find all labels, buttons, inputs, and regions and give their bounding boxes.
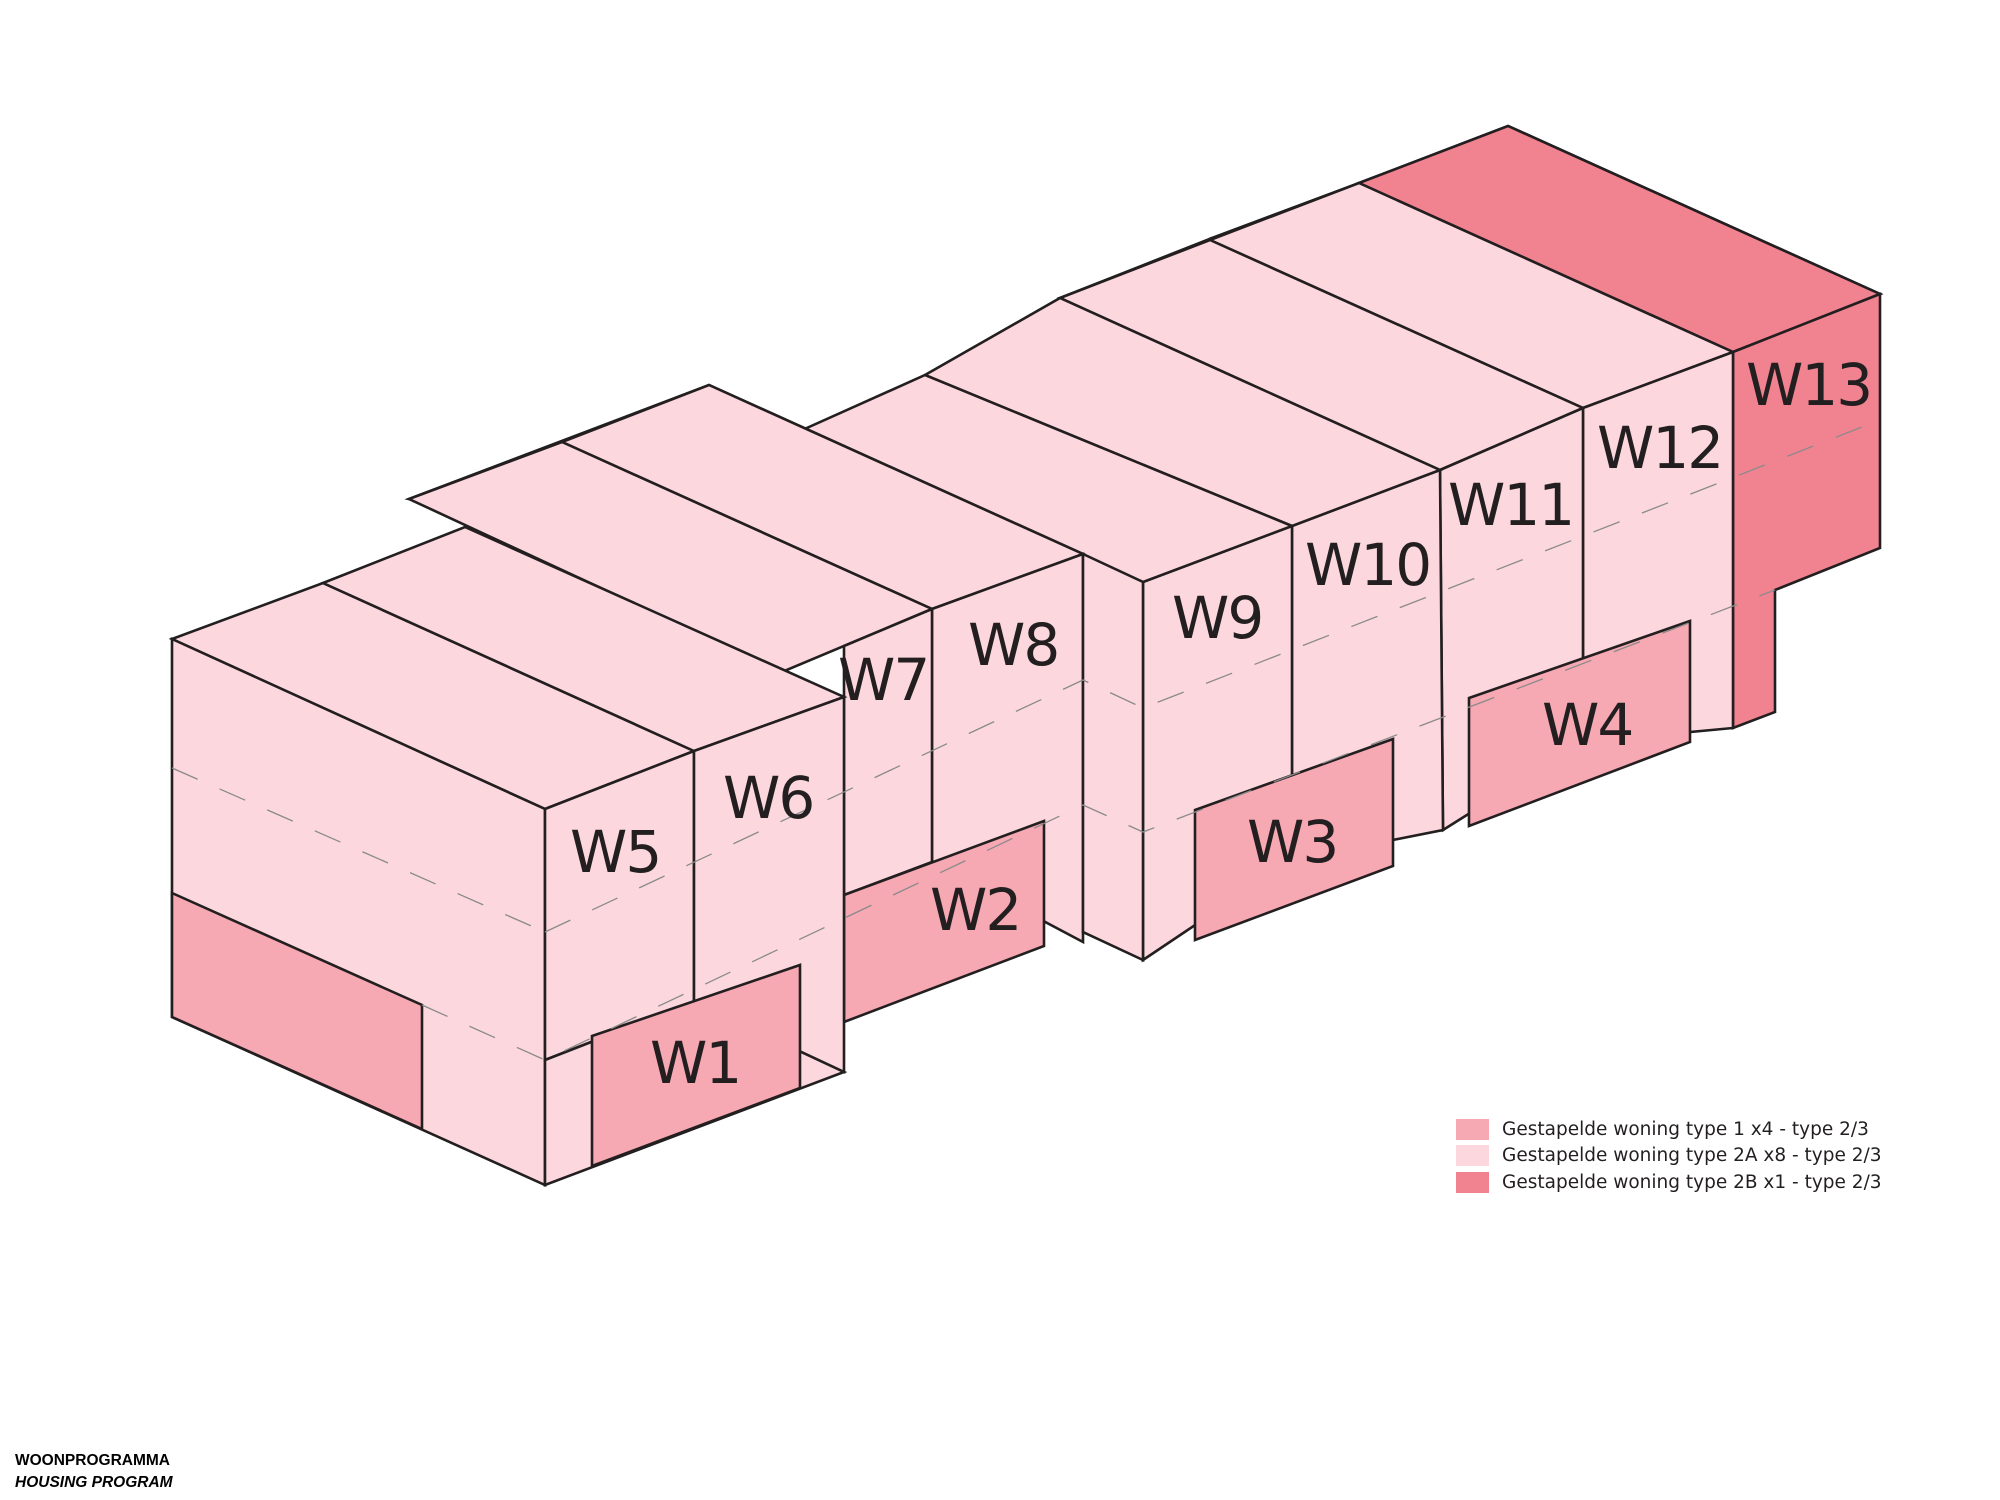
face-connector <box>1081 551 1145 963</box>
label-w11: W11 <box>1448 471 1573 539</box>
label-w9: W9 <box>1172 584 1262 652</box>
unit-w4-block <box>1467 619 1692 828</box>
label-w3: W3 <box>1247 808 1337 876</box>
legend: Gestapelde woning type 1 x4 - type 2/3 G… <box>1456 1116 1882 1196</box>
unit-w1-block <box>590 963 802 1168</box>
legend-item-type2b: Gestapelde woning type 2B x1 - type 2/3 <box>1456 1169 1882 1196</box>
label-w13: W13 <box>1746 351 1871 419</box>
label-w2: W2 <box>930 876 1020 944</box>
side-entrance-band <box>170 890 424 1132</box>
floor-line-ground <box>421 589 1776 1061</box>
legend-label: Gestapelde woning type 1 x4 - type 2/3 <box>1502 1118 1869 1140</box>
label-w8: W8 <box>968 611 1058 679</box>
legend-item-type2a: Gestapelde woning type 2A x8 - type 2/3 <box>1456 1143 1882 1170</box>
label-w4: W4 <box>1542 691 1632 759</box>
floor-line-side <box>171 767 546 933</box>
label-w7: W7 <box>838 646 928 714</box>
caption-title: WOONPROGRAMMA <box>15 1452 170 1469</box>
legend-swatch-type2a <box>1456 1145 1489 1167</box>
label-w6: W6 <box>723 764 813 832</box>
label-w12: W12 <box>1597 414 1722 482</box>
floor-line-front <box>544 419 1881 933</box>
legend-label: Gestapelde woning type 2B x1 - type 2/3 <box>1502 1171 1882 1193</box>
label-w10: W10 <box>1305 531 1430 599</box>
unit-w3-block <box>1193 737 1395 942</box>
caption: WOONPROGRAMMA HOUSING PROGRAM <box>15 1450 173 1494</box>
label-w5: W5 <box>570 818 660 886</box>
label-w1: W1 <box>650 1029 740 1097</box>
legend-swatch-type1 <box>1456 1118 1489 1140</box>
legend-label: Gestapelde woning type 2A x8 - type 2/3 <box>1502 1145 1882 1167</box>
legend-item-type1: Gestapelde woning type 1 x4 - type 2/3 <box>1456 1116 1882 1143</box>
legend-swatch-type2b <box>1456 1171 1489 1193</box>
caption-subtitle: HOUSING PROGRAM <box>15 1474 173 1491</box>
